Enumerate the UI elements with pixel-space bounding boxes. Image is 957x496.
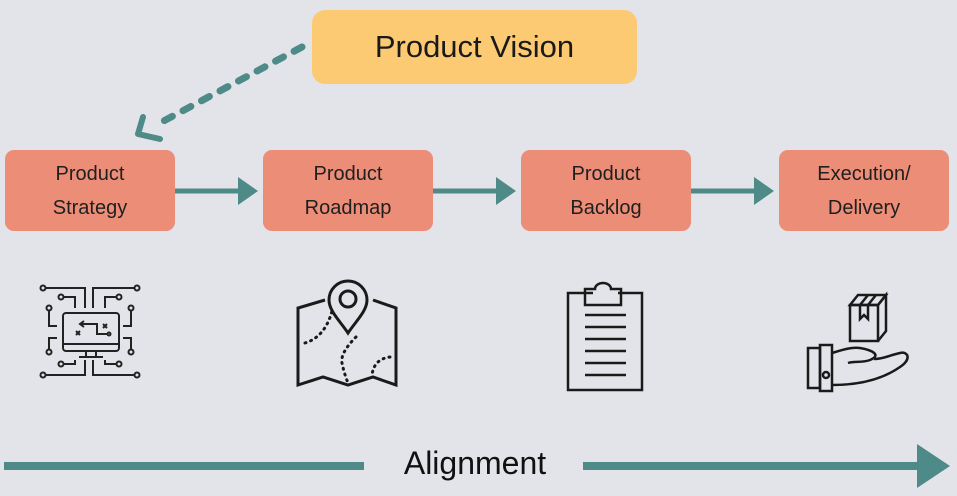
stage-label-line2: Strategy — [52, 196, 128, 219]
alignment-arrow — [4, 444, 950, 488]
circuit-monitor-icon — [39, 284, 141, 379]
roadmap-to-backlog-arrow — [433, 177, 516, 205]
stage-label-line1: Product — [571, 162, 641, 185]
stage-label-line1: Product — [55, 162, 125, 185]
strategy-to-roadmap-arrow — [175, 177, 258, 205]
stage-product-strategy: Product Strategy — [5, 150, 175, 231]
product-vision-box: Product Vision — [312, 10, 637, 84]
stage-label-line2: Backlog — [570, 196, 642, 219]
stage-label-line1: Execution/ — [817, 162, 911, 185]
product-vision-label: Product Vision — [374, 29, 575, 64]
stage-execution-delivery: Execution/ Delivery — [779, 150, 949, 231]
stage-product-backlog: Product Backlog — [521, 150, 691, 231]
hand-package-icon — [806, 291, 909, 393]
alignment-label: Alignment — [403, 445, 547, 481]
vision-to-strategy-arrow — [135, 43, 306, 142]
stage-label-line2: Roadmap — [304, 196, 392, 219]
backlog-to-delivery-arrow — [691, 177, 774, 205]
stage-product-roadmap: Product Roadmap — [263, 150, 433, 231]
map-pin-icon — [296, 279, 398, 388]
stage-label-line2: Delivery — [827, 196, 901, 219]
stage-label-line1: Product — [313, 162, 383, 185]
clipboard-icon — [566, 281, 644, 392]
